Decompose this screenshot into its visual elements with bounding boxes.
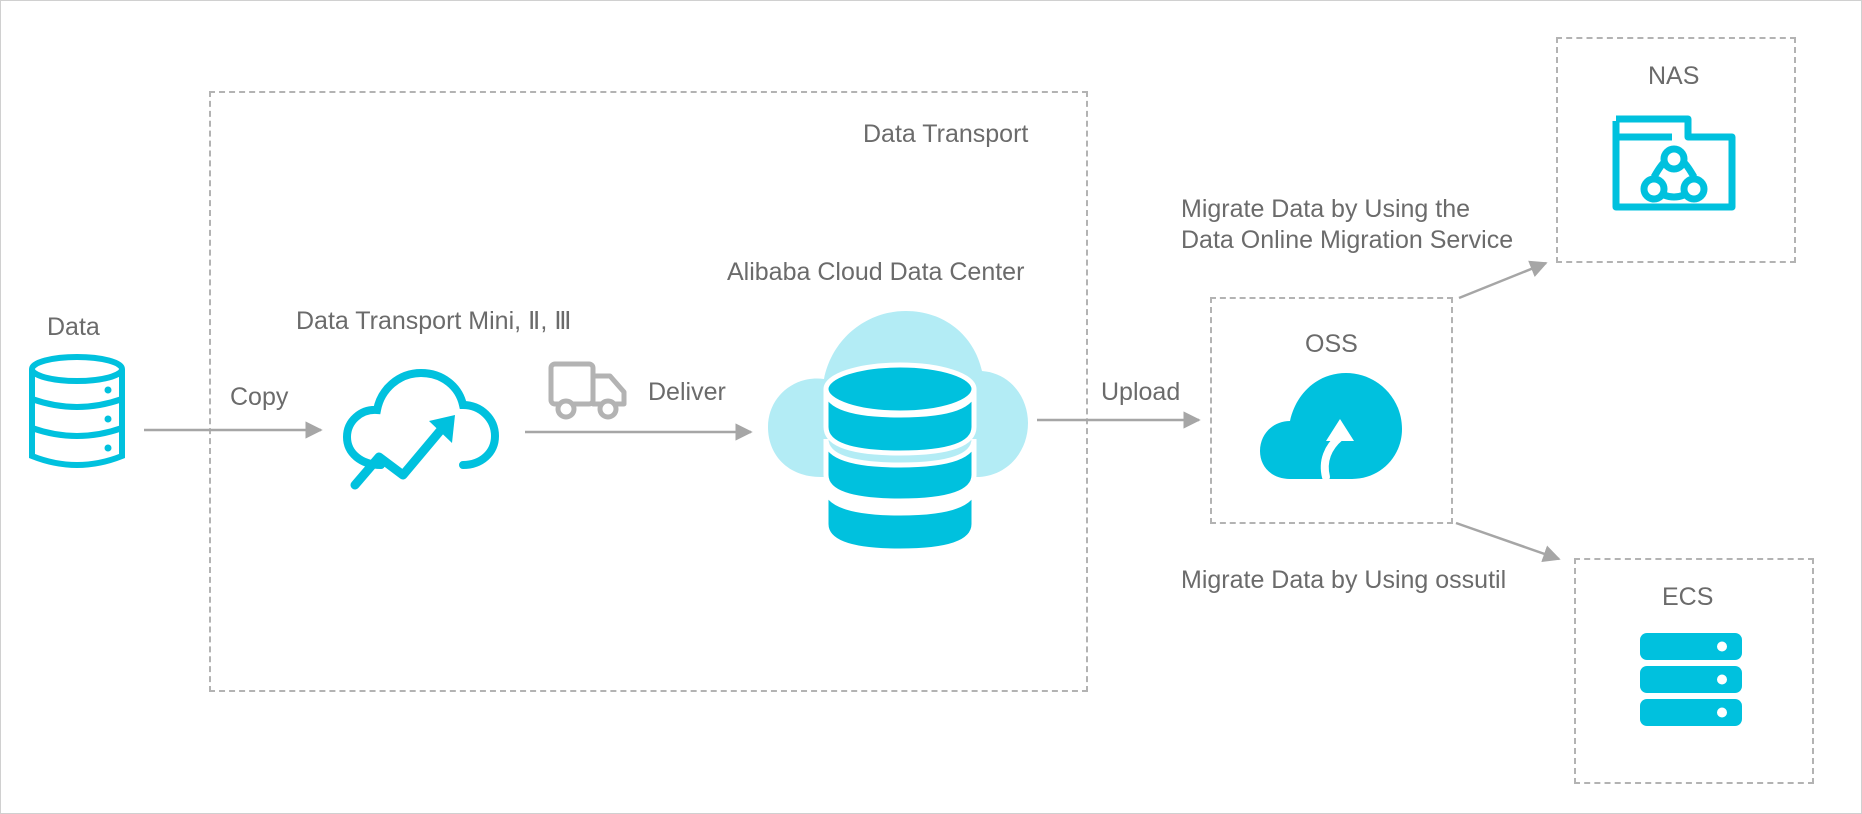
ecs-box — [1574, 558, 1814, 784]
copy-label: Copy — [230, 383, 289, 411]
cloud-upload-icon — [1260, 373, 1402, 481]
server-icon — [1640, 633, 1742, 726]
ecs-label: ECS — [1662, 583, 1714, 611]
cloud-database-icon — [768, 311, 1028, 554]
migrate-ossutil-label: Migrate Data by Using ossutil — [1181, 566, 1507, 594]
data-label: Data — [47, 313, 100, 341]
database-icon — [29, 354, 125, 468]
nas-label: NAS — [1648, 62, 1700, 90]
truck-icon — [548, 361, 627, 420]
oss-box — [1210, 297, 1453, 524]
data-transport-title: Data Transport — [863, 120, 1029, 148]
data-transport-group — [209, 91, 1088, 692]
migrate-online-label-line2: Data Online Migration Service — [1181, 226, 1514, 254]
migrate-to-ecs-arrow — [1455, 521, 1561, 563]
data-center-label: Alibaba Cloud Data Center — [727, 258, 1025, 286]
migrate-to-nas-arrow — [1458, 260, 1548, 300]
cloud-upload-trend-icon — [342, 368, 500, 490]
shared-folder-icon — [1612, 115, 1736, 211]
transport-devices-label: Data Transport Mini, Ⅱ, Ⅲ — [296, 307, 572, 335]
oss-label: OSS — [1305, 330, 1358, 358]
deliver-label: Deliver — [648, 378, 726, 406]
migrate-online-label-line1: Migrate Data by Using the — [1181, 195, 1471, 223]
nas-box — [1556, 37, 1796, 263]
upload-label: Upload — [1101, 378, 1181, 406]
